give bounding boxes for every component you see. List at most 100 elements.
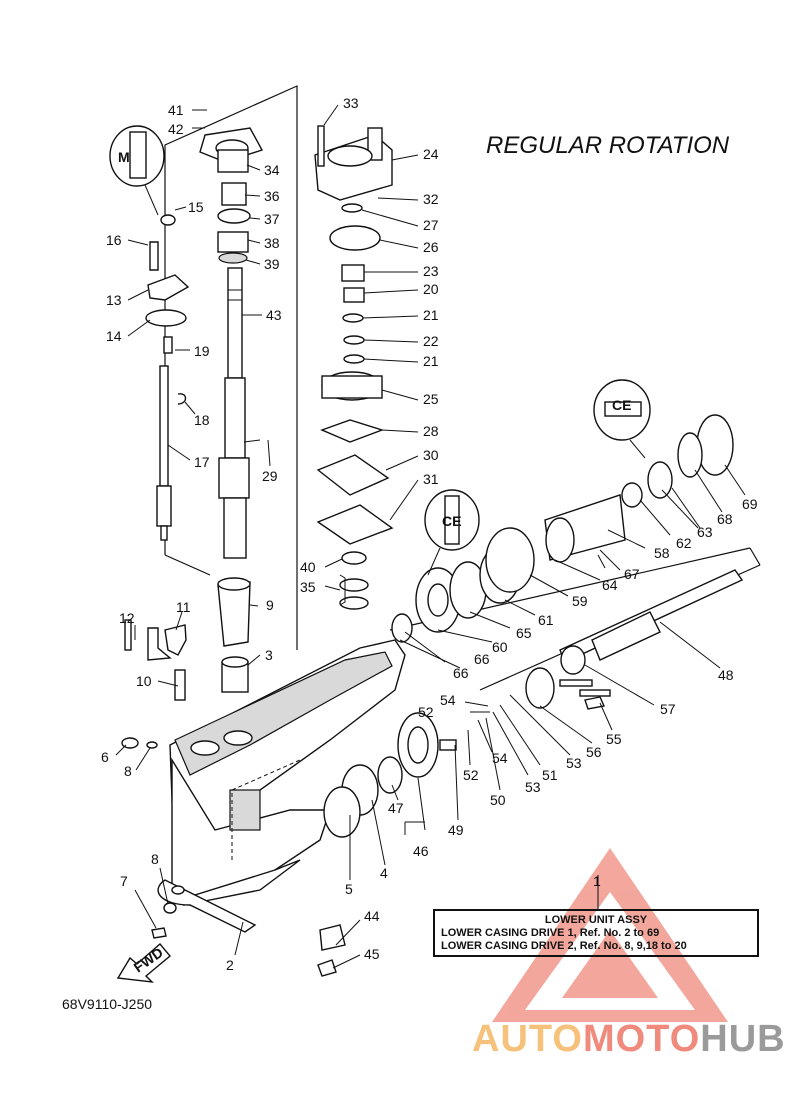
svg-text:CE: CE (442, 513, 461, 529)
callout-15: 15 (188, 199, 204, 215)
callout-7: 7 (120, 873, 128, 889)
callout-57: 57 (660, 701, 676, 717)
callout-11: 11 (176, 599, 191, 615)
small-fasteners-left (121, 619, 187, 939)
callout-10: 10 (136, 673, 152, 689)
page-title: REGULAR ROTATION (486, 132, 730, 159)
detail-callout-right: CE (593, 379, 651, 459)
propeller-shaft-and-gears (317, 414, 744, 977)
lower-unit-info-box: LOWER UNIT ASSY LOWER CASING DRIVE 1, Re… (433, 909, 759, 957)
callout-35: 35 (300, 579, 316, 595)
callout-19: 19 (194, 343, 210, 359)
watermark-part-auto: AUTO (472, 1018, 583, 1060)
callout-33: 33 (343, 95, 359, 111)
callout-29: 29 (262, 468, 278, 484)
callout-56: 56 (586, 744, 602, 760)
callout-8a: 8 (124, 763, 132, 779)
callout-54a: 54 (440, 692, 456, 708)
callout-20: 20 (423, 281, 439, 297)
lower-casing (157, 639, 406, 933)
callout-40: 40 (300, 559, 316, 575)
callout-69: 69 (742, 496, 758, 512)
callout-68: 68 (717, 511, 733, 527)
callout-44: 44 (364, 908, 380, 924)
shift-rod-assembly (145, 214, 190, 541)
callout-9: 9 (266, 597, 274, 613)
callout-25: 25 (423, 391, 439, 407)
callout-66b: 66 (453, 665, 469, 681)
callout-67: 67 (624, 566, 640, 582)
callout-55: 55 (606, 731, 622, 747)
callout-54b: 54 (492, 750, 508, 766)
callout-21b: 21 (423, 353, 439, 369)
info-box-line-2: LOWER CASING DRIVE 2, Ref. No. 8, 9,18 t… (441, 940, 687, 952)
info-box-line-1: LOWER CASING DRIVE 1, Ref. No. 2 to 69 (441, 927, 660, 939)
callout-6: 6 (101, 749, 109, 765)
info-box-title: LOWER UNIT ASSY (544, 914, 648, 926)
callout-28: 28 (423, 423, 439, 439)
callout-14: 14 (106, 328, 122, 344)
callout-1: 1 (593, 873, 601, 889)
callout-12: 12 (119, 610, 135, 626)
callout-13: 13 (106, 292, 122, 308)
drive-shaft (218, 267, 250, 559)
callout-53a: 53 (525, 779, 541, 795)
callout-42: 42 (168, 121, 184, 137)
watermark-triangle (492, 848, 728, 1022)
callout-24: 24 (423, 146, 439, 162)
diagram-reference-code: 68V9110-J250 (62, 996, 153, 1012)
detail-callout-left: M (109, 125, 165, 216)
leader-lines (115, 104, 746, 969)
callout-26: 26 (423, 239, 439, 255)
callout-22: 22 (423, 333, 439, 349)
callout-63: 63 (697, 524, 713, 540)
callout-4: 4 (380, 865, 388, 881)
callout-18: 18 (194, 412, 210, 428)
callout-21a: 21 (423, 307, 439, 323)
callout-65: 65 (516, 625, 532, 641)
callout-34: 34 (264, 162, 280, 178)
callout-66a: 66 (474, 651, 490, 667)
callout-32: 32 (423, 191, 439, 207)
watermark-logo: AUTOMOTOHUB (472, 1018, 786, 1061)
callout-3: 3 (265, 647, 273, 663)
callout-52b: 52 (463, 767, 479, 783)
callout-17: 17 (194, 454, 210, 470)
callout-numbers: 1 2 3 4 5 6 7 8 8 9 10 11 12 13 14 15 16… (101, 95, 758, 975)
callout-64: 64 (602, 577, 618, 593)
callout-48: 48 (718, 667, 734, 683)
bearing-stack-34-39 (199, 127, 264, 264)
callout-51: 51 (542, 767, 558, 783)
callout-47: 47 (388, 800, 404, 816)
svg-text:CE: CE (612, 397, 631, 413)
callout-41: 41 (168, 102, 184, 118)
callout-2: 2 (226, 957, 234, 973)
callout-23: 23 (423, 263, 439, 279)
callout-59: 59 (572, 593, 588, 609)
watermark-part-moto: MOTO (582, 1018, 701, 1060)
callout-39: 39 (264, 256, 280, 272)
callout-45: 45 (364, 946, 380, 962)
svg-text:M: M (118, 149, 130, 165)
callout-49: 49 (448, 822, 464, 838)
callout-5: 5 (345, 881, 353, 897)
watermark-part-hub: HUB (700, 1018, 786, 1060)
callout-43: 43 (266, 307, 282, 323)
callout-16: 16 (106, 232, 122, 248)
callout-61: 61 (538, 612, 554, 628)
callout-53b: 53 (566, 755, 582, 771)
callout-37: 37 (264, 211, 280, 227)
callout-50: 50 (490, 792, 506, 808)
callout-36: 36 (264, 188, 280, 204)
callout-62: 62 (676, 535, 692, 551)
callout-60: 60 (492, 639, 508, 655)
callout-8b: 8 (151, 851, 159, 867)
fwd-arrow (116, 943, 171, 983)
callout-31: 31 (423, 471, 439, 487)
callout-27: 27 (423, 217, 439, 233)
callout-30: 30 (423, 447, 439, 463)
sleeve-and-bearing (217, 577, 251, 693)
callout-46: 46 (413, 843, 429, 859)
